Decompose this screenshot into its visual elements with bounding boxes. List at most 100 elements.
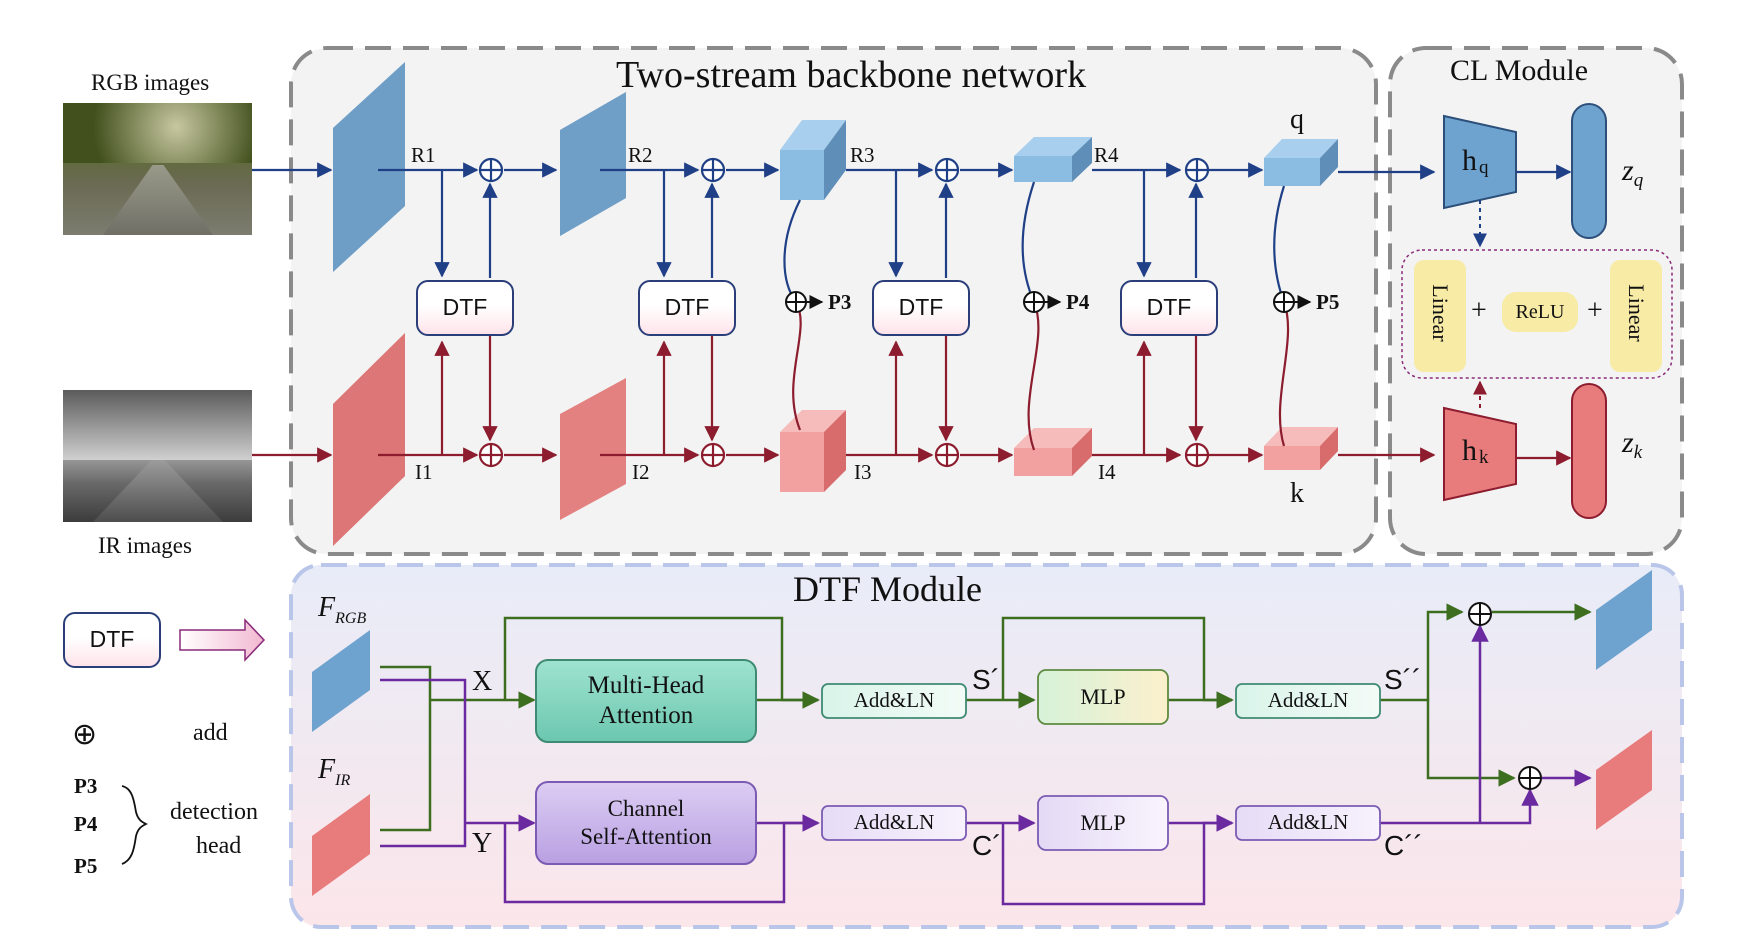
ir-add-nodes bbox=[478, 442, 1210, 468]
linear-block-1 bbox=[1414, 260, 1466, 372]
f-rgb-sub: RGB bbox=[335, 610, 367, 627]
s-double-prime-label: S´´ bbox=[1384, 664, 1422, 695]
y-label: Y bbox=[472, 828, 493, 859]
addln-green-1: Add&LN bbox=[853, 688, 935, 713]
r3-label: R3 bbox=[850, 143, 875, 167]
rgb-input-image bbox=[63, 103, 252, 235]
f-ir-main: F bbox=[318, 754, 336, 785]
addln-green-2: Add&LN bbox=[1267, 688, 1349, 713]
addln-green-1-shape bbox=[821, 683, 967, 719]
legend-add-symbol: ⊕ bbox=[72, 718, 98, 751]
dtf-block-4: DTF bbox=[1120, 280, 1218, 336]
zk-label: zk bbox=[1622, 426, 1643, 463]
addln-green-2-shape bbox=[1235, 683, 1381, 719]
addln-purple-1: Add&LN bbox=[853, 810, 935, 835]
i2-label: I2 bbox=[632, 460, 650, 484]
legend-add-label: add bbox=[193, 720, 228, 746]
p3-output-label: P3 bbox=[828, 290, 852, 314]
f-ir-sub: IR bbox=[335, 772, 351, 789]
ir-feature-block-4 bbox=[1014, 428, 1092, 476]
legend-brace bbox=[121, 785, 149, 865]
ir-feature-block-3 bbox=[780, 410, 846, 492]
legend-p4: P4 bbox=[74, 812, 98, 836]
zq-main: z bbox=[1622, 154, 1634, 187]
hq-main: h bbox=[1462, 144, 1477, 177]
ir-feature-block-1 bbox=[333, 333, 405, 546]
detection-head-links bbox=[783, 181, 1290, 451]
addln-purple-2-shape bbox=[1235, 805, 1381, 841]
detection-add-nodes bbox=[785, 291, 1312, 313]
relu-label: ReLU bbox=[1515, 301, 1565, 323]
projection-head-panel bbox=[1401, 249, 1673, 379]
legend-detection-line1: detection bbox=[170, 799, 258, 825]
p5-output-label: P5 bbox=[1316, 290, 1340, 314]
p4-output-label: P4 bbox=[1066, 290, 1090, 314]
ir-flow-lines bbox=[252, 336, 1436, 463]
ir-images-label: IR images bbox=[98, 533, 192, 558]
dtf-add-nodes bbox=[1468, 602, 1542, 790]
rgb-images-label: RGB images bbox=[91, 70, 210, 95]
rgb-flow-lines bbox=[252, 162, 1436, 278]
zq-vector bbox=[1571, 103, 1607, 239]
zk-main: z bbox=[1622, 426, 1634, 459]
c-prime-label: C´ bbox=[972, 830, 1002, 861]
rgb-feature-block-2 bbox=[560, 92, 626, 236]
r1-label: R1 bbox=[411, 143, 436, 167]
k-label: k bbox=[1290, 478, 1304, 509]
rgb-feature-block-1 bbox=[333, 62, 405, 272]
frgb-block bbox=[312, 630, 370, 732]
mlp-purple: MLP bbox=[1080, 809, 1126, 835]
out-ir-block bbox=[1596, 730, 1652, 830]
hq-sub: q bbox=[1479, 157, 1489, 178]
fir-block bbox=[312, 794, 370, 896]
purple-paths bbox=[380, 624, 1592, 906]
addln-purple-2: Add&LN bbox=[1267, 810, 1349, 835]
f-rgb-label: FRGB bbox=[318, 594, 366, 627]
r2-label: R2 bbox=[628, 143, 653, 167]
addln-purple-1-shape bbox=[821, 805, 967, 841]
mlp-green-shape bbox=[1037, 669, 1169, 725]
plus-label-2: + bbox=[1587, 295, 1603, 326]
c-double-prime-label: C´´ bbox=[1384, 830, 1423, 861]
f-rgb-main: F bbox=[318, 592, 336, 623]
mlp-green: MLP bbox=[1080, 683, 1126, 709]
channel-self-attention-box: Channel Self-Attention bbox=[580, 796, 712, 849]
legend-p5: P5 bbox=[74, 854, 98, 878]
dtf-module-title: DTF Module bbox=[793, 569, 982, 609]
zk-sub: k bbox=[1633, 442, 1643, 463]
linear-label-1: Linear bbox=[1428, 284, 1453, 342]
legend-arrow bbox=[179, 618, 266, 662]
zq-label: zq bbox=[1622, 154, 1644, 191]
x-label: X bbox=[472, 666, 493, 697]
csa-box-shape bbox=[535, 781, 757, 865]
r4-label: R4 bbox=[1094, 143, 1119, 167]
backbone-title: Two-stream backbone network bbox=[616, 54, 1087, 96]
ir-input-image bbox=[63, 390, 252, 522]
q-label: q bbox=[1290, 104, 1304, 135]
legend-p3: P3 bbox=[74, 774, 98, 798]
i3-label: I3 bbox=[854, 460, 872, 484]
rgb-feature-block-4 bbox=[1014, 137, 1092, 182]
hk-sub: k bbox=[1479, 447, 1489, 468]
green-paths bbox=[380, 603, 1592, 832]
linear-label-2: Linear bbox=[1624, 284, 1649, 342]
zk-vector bbox=[1571, 383, 1607, 519]
mlp-purple-shape bbox=[1037, 795, 1169, 851]
hq-projector bbox=[1443, 114, 1517, 210]
relu-block bbox=[1502, 292, 1578, 332]
rgb-feature-block-3 bbox=[780, 120, 846, 200]
i1-label: I1 bbox=[415, 460, 433, 484]
ir-feature-block-2 bbox=[560, 378, 626, 520]
s-prime-label: S´ bbox=[972, 664, 1000, 695]
plus-label-1: + bbox=[1471, 295, 1487, 326]
out-rgb-block bbox=[1596, 570, 1652, 670]
cl-module-title: CL Module bbox=[1450, 54, 1589, 87]
rgb-feature-block-5 bbox=[1264, 139, 1338, 186]
i4-label: I4 bbox=[1098, 460, 1116, 484]
zq-sub: q bbox=[1633, 170, 1644, 191]
hk-projector bbox=[1443, 406, 1517, 502]
linear-block-2 bbox=[1610, 260, 1662, 372]
multi-head-attention-box: Multi-Head Attention bbox=[587, 672, 705, 729]
